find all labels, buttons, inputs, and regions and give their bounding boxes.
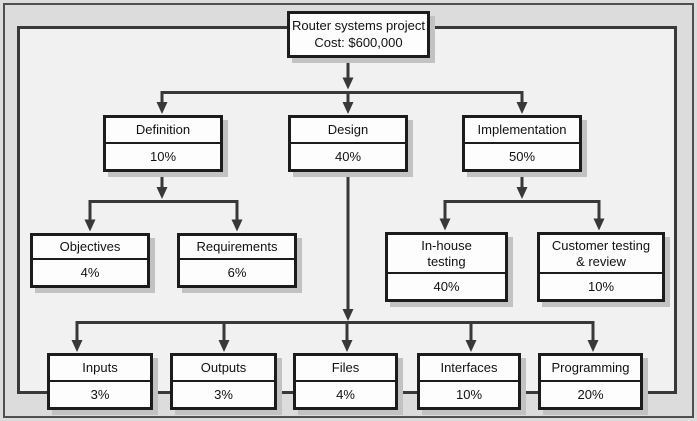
node-label: Outputs [173,356,274,382]
node-pct: 3% [214,387,233,402]
node-pct: 10% [587,279,615,294]
arrow-icon [84,219,96,232]
node-label: Requirements [180,236,294,260]
node-root: Router systems project Cost: $600,000 [287,11,430,58]
arrow-icon [439,218,451,231]
node-label: Design [291,118,405,144]
node-definition: Definition 10% [103,115,223,172]
node-label: Interfaces [420,356,518,382]
node-label: In-house testing [388,235,505,274]
node-inputs: Inputs 3% [47,353,153,410]
arrow-icon [516,187,528,199]
arrow-icon [341,340,353,352]
node-interfaces: Interfaces 10% [417,353,521,410]
arrow-icon [71,340,83,352]
implementation-bus [443,200,601,221]
node-pct: 40% [433,279,460,294]
definition-bus [88,200,239,222]
node-label: Implementation [465,118,579,144]
node-label: Objectives [33,236,147,260]
arrow-icon [516,102,528,114]
arrow-icon [465,340,477,352]
node-label: Files [296,356,395,382]
node-customer-testing: Customer testing & review 10% [537,232,665,302]
node-pct: 10% [149,149,177,164]
node-label: Programming [541,356,640,382]
connector-strokes [17,26,677,394]
arrow-icon [231,219,243,232]
node-pct: 4% [336,387,355,402]
arrow-icon [587,340,599,352]
design-bus [75,321,595,342]
node-label: Customer testing & review [540,235,662,274]
node-label: Definition [106,118,220,144]
arrow-icon [342,309,354,321]
arrow-icon [342,77,354,90]
node-pct: 10% [455,387,483,402]
node-programming: Programming 20% [538,353,643,410]
root-cost: Cost: $600,000 [314,34,403,50]
node-pct: 6% [227,265,247,280]
arrowheads [71,77,605,352]
root-title: Router systems project [292,17,425,33]
node-outputs: Outputs 3% [170,353,277,410]
node-objectives: Objectives 4% [30,233,150,288]
node-pct: 50% [508,149,536,164]
arrow-icon [156,187,168,199]
node-pct: 4% [80,265,100,280]
node-implementation: Implementation 50% [462,115,582,172]
node-inhouse-testing: In-house testing 40% [385,232,508,302]
node-pct: 3% [90,387,110,402]
node-requirements: Requirements 6% [177,233,297,288]
arrow-icon [342,102,354,114]
node-pct: 20% [577,387,604,402]
arrow-icon [156,102,168,114]
node-label: Inputs [50,356,150,382]
arrow-icon [593,218,605,231]
node-pct: 40% [334,149,362,164]
arrow-icon [218,340,230,352]
node-design: Design 40% [288,115,408,172]
node-files: Files 4% [293,353,398,410]
